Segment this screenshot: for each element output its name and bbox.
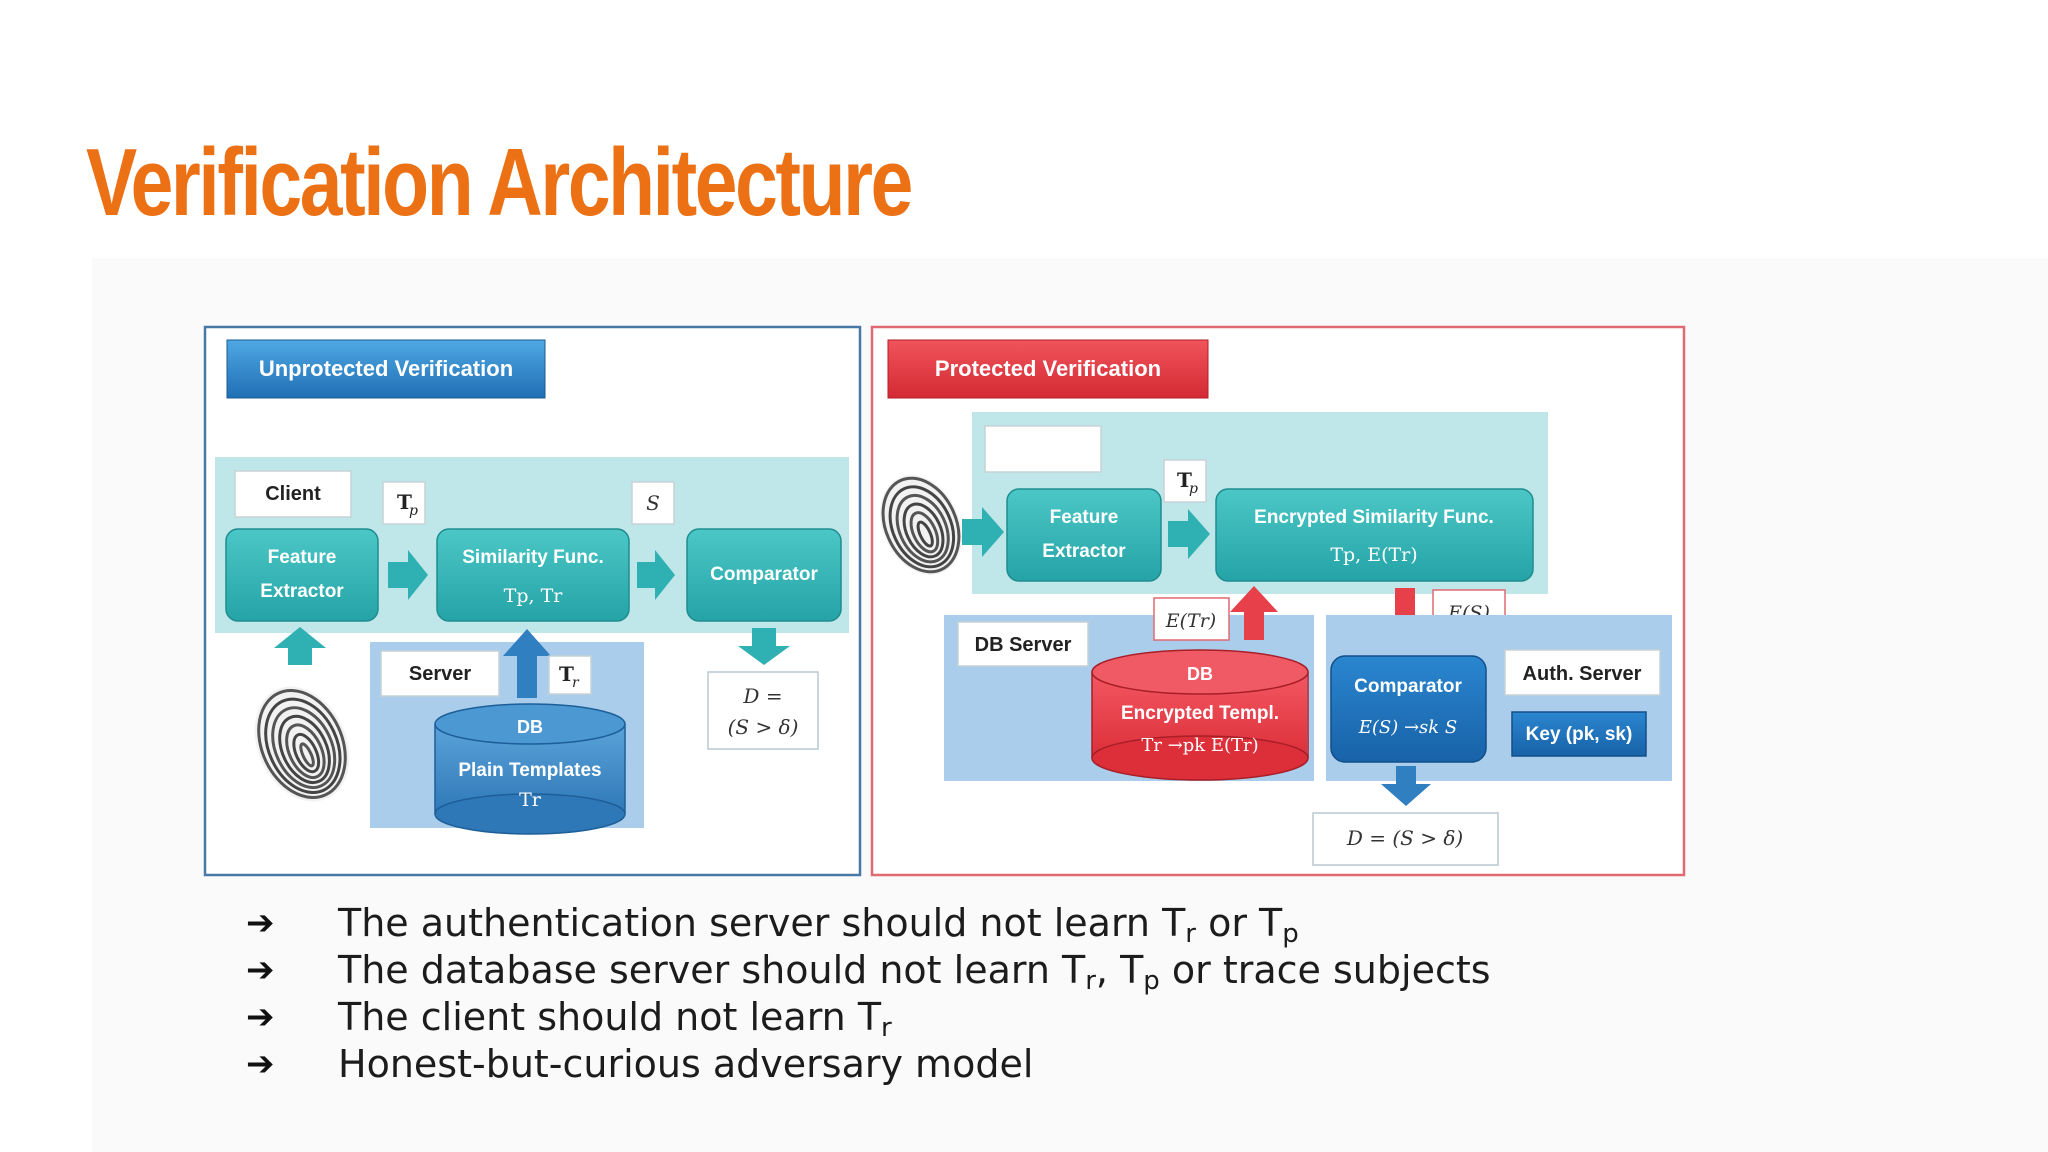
comparator-box [686,528,842,622]
protected-tp-tag-letter: T [1177,468,1192,492]
encrypted-db-line2: Encrypted Templ. [1121,703,1279,724]
etr-tag-label: E(Tr) [1165,610,1216,632]
protected-comparator-box [1330,655,1487,763]
key-box [1511,711,1647,757]
arrow-right-icon [962,507,1004,557]
arrow-right-icon [637,550,675,600]
auth-server-label-box [1504,649,1661,696]
db-server-label-box [957,621,1089,667]
tp-tag-letter: T [397,490,412,514]
feature-extractor-line2: Extractor [260,581,344,602]
feature-extractor-box [225,528,379,622]
bullet-subscript: p [1143,966,1160,996]
protected-client-label-box [984,425,1102,473]
encrypted-similarity-box [1215,488,1534,582]
arrow-right-icon [1168,509,1210,559]
protected-heading: Protected Verification [935,356,1161,381]
encrypted-similarity-line2: Tp, E(Tr) [1330,544,1417,566]
protected-decision-box [1312,812,1499,866]
plain-templates-db [434,703,626,835]
auth-server-label: Auth. Server [1523,663,1642,685]
arrow-right-icon: ➔ [246,997,275,1037]
plain-db-line2: Plain Templates [458,760,601,781]
similarity-func-line2: Tp, Tr [504,585,564,607]
bullet-text: or T [1195,901,1283,945]
client-label-box [234,470,352,518]
encrypted-similarity-line1: Encrypted Similarity Func. [1254,507,1494,528]
plain-db-line1: DB [517,717,543,737]
protected-tp-tag [1163,459,1207,503]
etr-tag [1153,597,1230,641]
db-server-label: DB Server [975,634,1072,656]
protected-feature-line1: Feature [1050,507,1119,528]
protected-comparator-line2: E(S) →sk S [1358,717,1458,738]
bullet-text: The authentication server should not lea… [338,901,1186,945]
tr-tag [548,655,592,695]
comparator-label: Comparator [710,564,818,585]
arrow-right-icon [388,550,428,600]
protected-frame [870,325,1686,877]
protected-tp-tag-sub: p [1189,481,1198,497]
slide-title: Verification Architecture [86,129,913,236]
s-tag-label: S [646,491,660,515]
s-tag [631,481,675,525]
bullet-subscript: p [1282,919,1299,949]
feature-extractor-line1: Feature [268,547,337,568]
bullet-text: or trace subjects [1159,948,1491,992]
encrypted-templates-db [1091,649,1309,781]
arrow-up-icon [274,627,326,665]
arrow-up-icon [503,629,551,698]
bullet-text: The database server should not learn T [338,948,1086,992]
unprotected-heading-box [226,339,546,399]
fingerprint-icon [254,686,350,802]
bullet-subscript: r [881,1013,892,1043]
server-label: Server [409,663,471,685]
decision-box [707,671,819,750]
key-label: Key (pk, sk) [1526,724,1633,745]
unprotected-panel: Unprotected Verification Client T p S Fe… [203,325,862,877]
bullet-text: , T [1095,948,1144,992]
server-label-box [380,650,500,697]
client-label: Client [265,483,321,505]
decision-line1: D = [742,684,782,708]
similarity-func-box [436,528,630,622]
bullet-subscript: r [1085,966,1096,996]
arrow-up-icon [1230,586,1278,640]
arrow-right-icon: ➔ [246,950,275,990]
bullet-text: The client should not learn T [338,995,882,1039]
encrypted-db-line1: DB [1187,664,1213,684]
bullet-subscript: r [1185,919,1196,949]
tp-tag [382,481,426,525]
tr-tag-letter: T [559,662,574,686]
tp-tag-sub: p [409,503,418,519]
protected-panel: Protected Verification T p Fea [870,325,1686,877]
plain-db-line3: Tr [519,789,542,811]
arrow-down-icon [1381,766,1431,806]
tr-tag-sub: r [572,675,580,691]
protected-heading-box [887,339,1209,399]
protected-feature-extractor-box [1006,488,1162,582]
bullet-text: Honest-but-curious adversary model [338,1042,1034,1086]
encrypted-db-line3: Tr →pk E(Tr) [1141,735,1258,756]
protected-comparator-line1: Comparator [1354,676,1462,697]
arrow-right-icon: ➔ [246,1044,275,1084]
arrow-down-icon [738,628,790,665]
protected-feature-line2: Extractor [1042,541,1126,562]
unprotected-heading: Unprotected Verification [259,356,513,381]
arrow-right-icon: ➔ [246,903,275,943]
protected-decision-label: D = (S > δ) [1346,826,1463,850]
fingerprint-icon [880,475,962,575]
decision-line2: (S > δ) [728,715,799,739]
similarity-func-line1: Similarity Func. [462,547,603,568]
